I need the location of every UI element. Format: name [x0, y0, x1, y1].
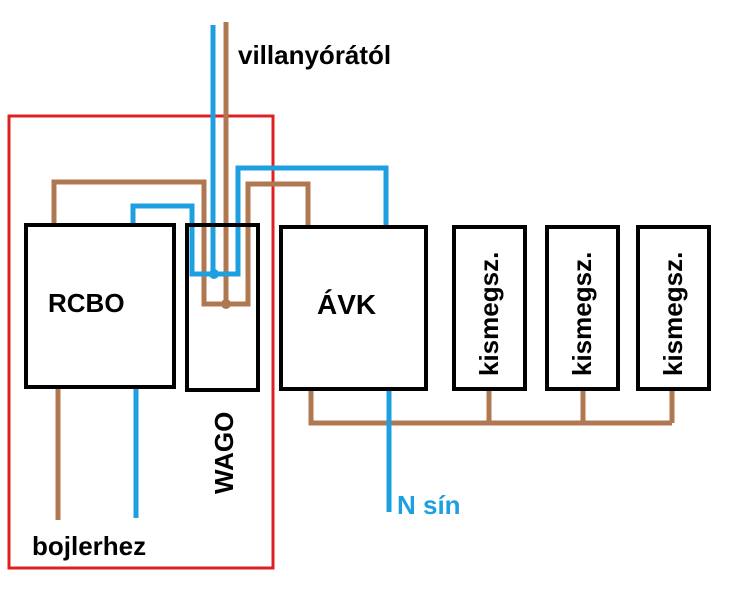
breaker-3-box: [636, 225, 711, 391]
neutral-avk-wire: [213, 165, 389, 277]
neutral-rcbo-wire: [130, 203, 213, 277]
avk-box: [279, 225, 428, 391]
breaker-2-box: [545, 225, 620, 391]
components: [24, 223, 711, 392]
rcbo-label: RCBO: [48, 288, 125, 318]
breaker-1-label: kismegsz.: [474, 252, 504, 376]
avk-label: ÁVK: [317, 289, 376, 320]
source-label: villanyórától: [238, 40, 391, 70]
boiler-label: bojlerhez: [32, 531, 146, 561]
breaker-3-label: kismegsz.: [658, 252, 688, 376]
neutral-wires: [130, 25, 392, 518]
rcbo-box: [24, 223, 176, 389]
breaker-1-box: [452, 225, 527, 391]
wago-live-junction: [221, 299, 231, 309]
neutral-bus-label: N sín: [397, 490, 461, 520]
live-avk-wire: [226, 181, 311, 307]
live-wires: [51, 22, 675, 520]
breaker-2-label: kismegsz.: [567, 252, 597, 376]
wago-label: WAGO: [209, 412, 239, 494]
wago-neutral-junction: [209, 269, 219, 279]
live-distribution-bus: [308, 390, 672, 426]
live-rcbo-wire: [51, 179, 226, 307]
wago-box: [185, 223, 260, 392]
enclosure-outline: [7, 114, 275, 570]
